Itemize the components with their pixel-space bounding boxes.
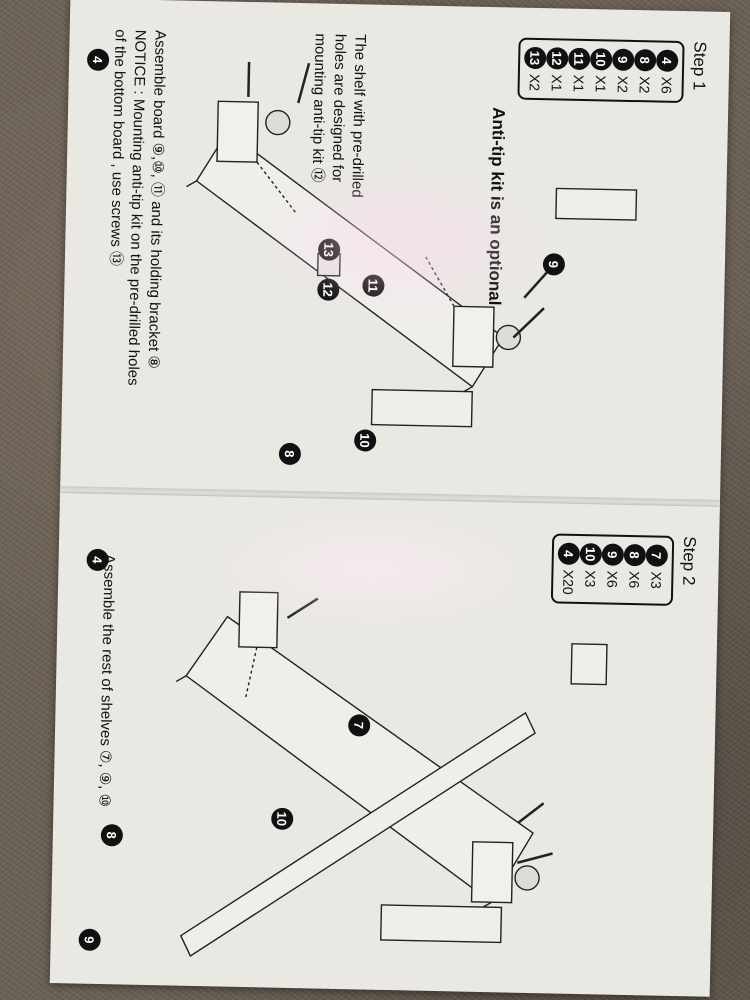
- callout-13: 13: [317, 238, 341, 261]
- bracket-8-bottom: [470, 841, 514, 904]
- bracket-8-bottom: [452, 305, 495, 368]
- bracket-8-top: [238, 591, 279, 649]
- board-10: [370, 388, 473, 428]
- cam-lock: [514, 865, 540, 891]
- cam-lock: [495, 324, 522, 351]
- screw: [523, 262, 556, 299]
- screw: [517, 852, 553, 864]
- side-note-line: The shelf with pre-drilled: [348, 34, 369, 198]
- screw: [517, 802, 545, 824]
- bracket-8-top: [216, 100, 259, 163]
- side-note-line: holes are designed for: [328, 33, 349, 183]
- callout-11: 11: [362, 274, 385, 297]
- callout-12: 12: [317, 278, 340, 301]
- step-1-side-note: The shelf with pre-drilled holes are des…: [306, 33, 369, 198]
- side-note-line: mounting anti-tip kit ⑫: [308, 33, 329, 183]
- board-9-top: [570, 643, 608, 686]
- board-9-bottom: [380, 904, 503, 944]
- board-9: [555, 187, 638, 221]
- step-2-assembly-diagram: [175, 591, 608, 957]
- screw: [247, 61, 251, 97]
- screw: [286, 597, 319, 619]
- step-1-instruction: Assemble board ⑨,⑩, ⑪ and its holding br…: [102, 29, 169, 386]
- board-10: [179, 711, 536, 957]
- screw: [297, 62, 311, 104]
- cam-lock: [265, 109, 291, 136]
- screw: [512, 307, 545, 339]
- anti-tip-bracket: [316, 252, 341, 277]
